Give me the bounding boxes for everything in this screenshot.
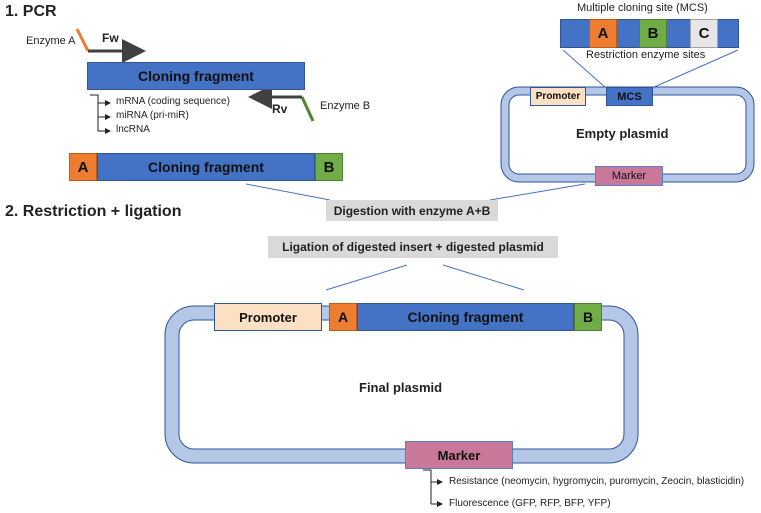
section-title-pcr: 1. PCR [5,3,57,20]
enzyme-a-label: Enzyme A [26,35,76,47]
final-plasmid-marker: Marker [405,441,513,469]
marker-type-item: Resistance (neomycin, hygromycin, puromy… [449,476,745,487]
empty-plasmid-promoter: Promoter [530,87,586,106]
mcs-site-c: C [690,19,718,48]
pcr-product-site-b: B [315,153,343,181]
empty-plasmid-mcs: MCS [606,87,653,106]
final-plasmid-site-a: A [329,303,357,331]
marker-types-bracket [423,469,440,505]
pcr-product-site-a: A [69,153,97,181]
final-plasmid-fragment: Cloning fragment [357,303,574,331]
mcs-site-a: A [589,19,617,48]
ligation-step: Ligation of digested insert + digested p… [268,236,558,258]
rna-type-item: mRNA (coding sequence) [116,96,230,107]
enzyme-a-tail [75,28,90,52]
mcs-caption: Restriction enzyme sites [586,49,706,61]
rna-type-item: miRNA (pri-miR) [116,110,189,121]
rv-primer-label: Rv [272,102,288,116]
fw-primer-label: Fw [102,31,119,45]
pcr-product-fragment: Cloning fragment [97,153,315,181]
final-plasmid-label: Final plasmid [359,380,443,395]
cloning-fragment-template: Cloning fragment [87,62,305,90]
section-title-restriction: 2. Restriction + ligation [5,203,182,220]
enzyme-b-label: Enzyme B [320,100,371,112]
marker-type-item: Fluorescence (GFP, RFP, BFP, YFP) [449,498,611,509]
rna-type-item: lncRNA [116,124,150,135]
enzyme-b-tail [300,96,315,122]
empty-plasmid-label: Empty plasmid [576,126,669,141]
empty-plasmid-marker: Marker [595,166,663,186]
digestion-step: Digestion with enzyme A+B [326,200,498,221]
rna-types-bracket [90,94,104,132]
final-plasmid-site-b: B [574,303,602,331]
final-plasmid-promoter: Promoter [214,303,322,331]
mcs-title: Multiple cloning site (MCS) [577,2,708,14]
mcs-site-b: B [639,19,667,48]
